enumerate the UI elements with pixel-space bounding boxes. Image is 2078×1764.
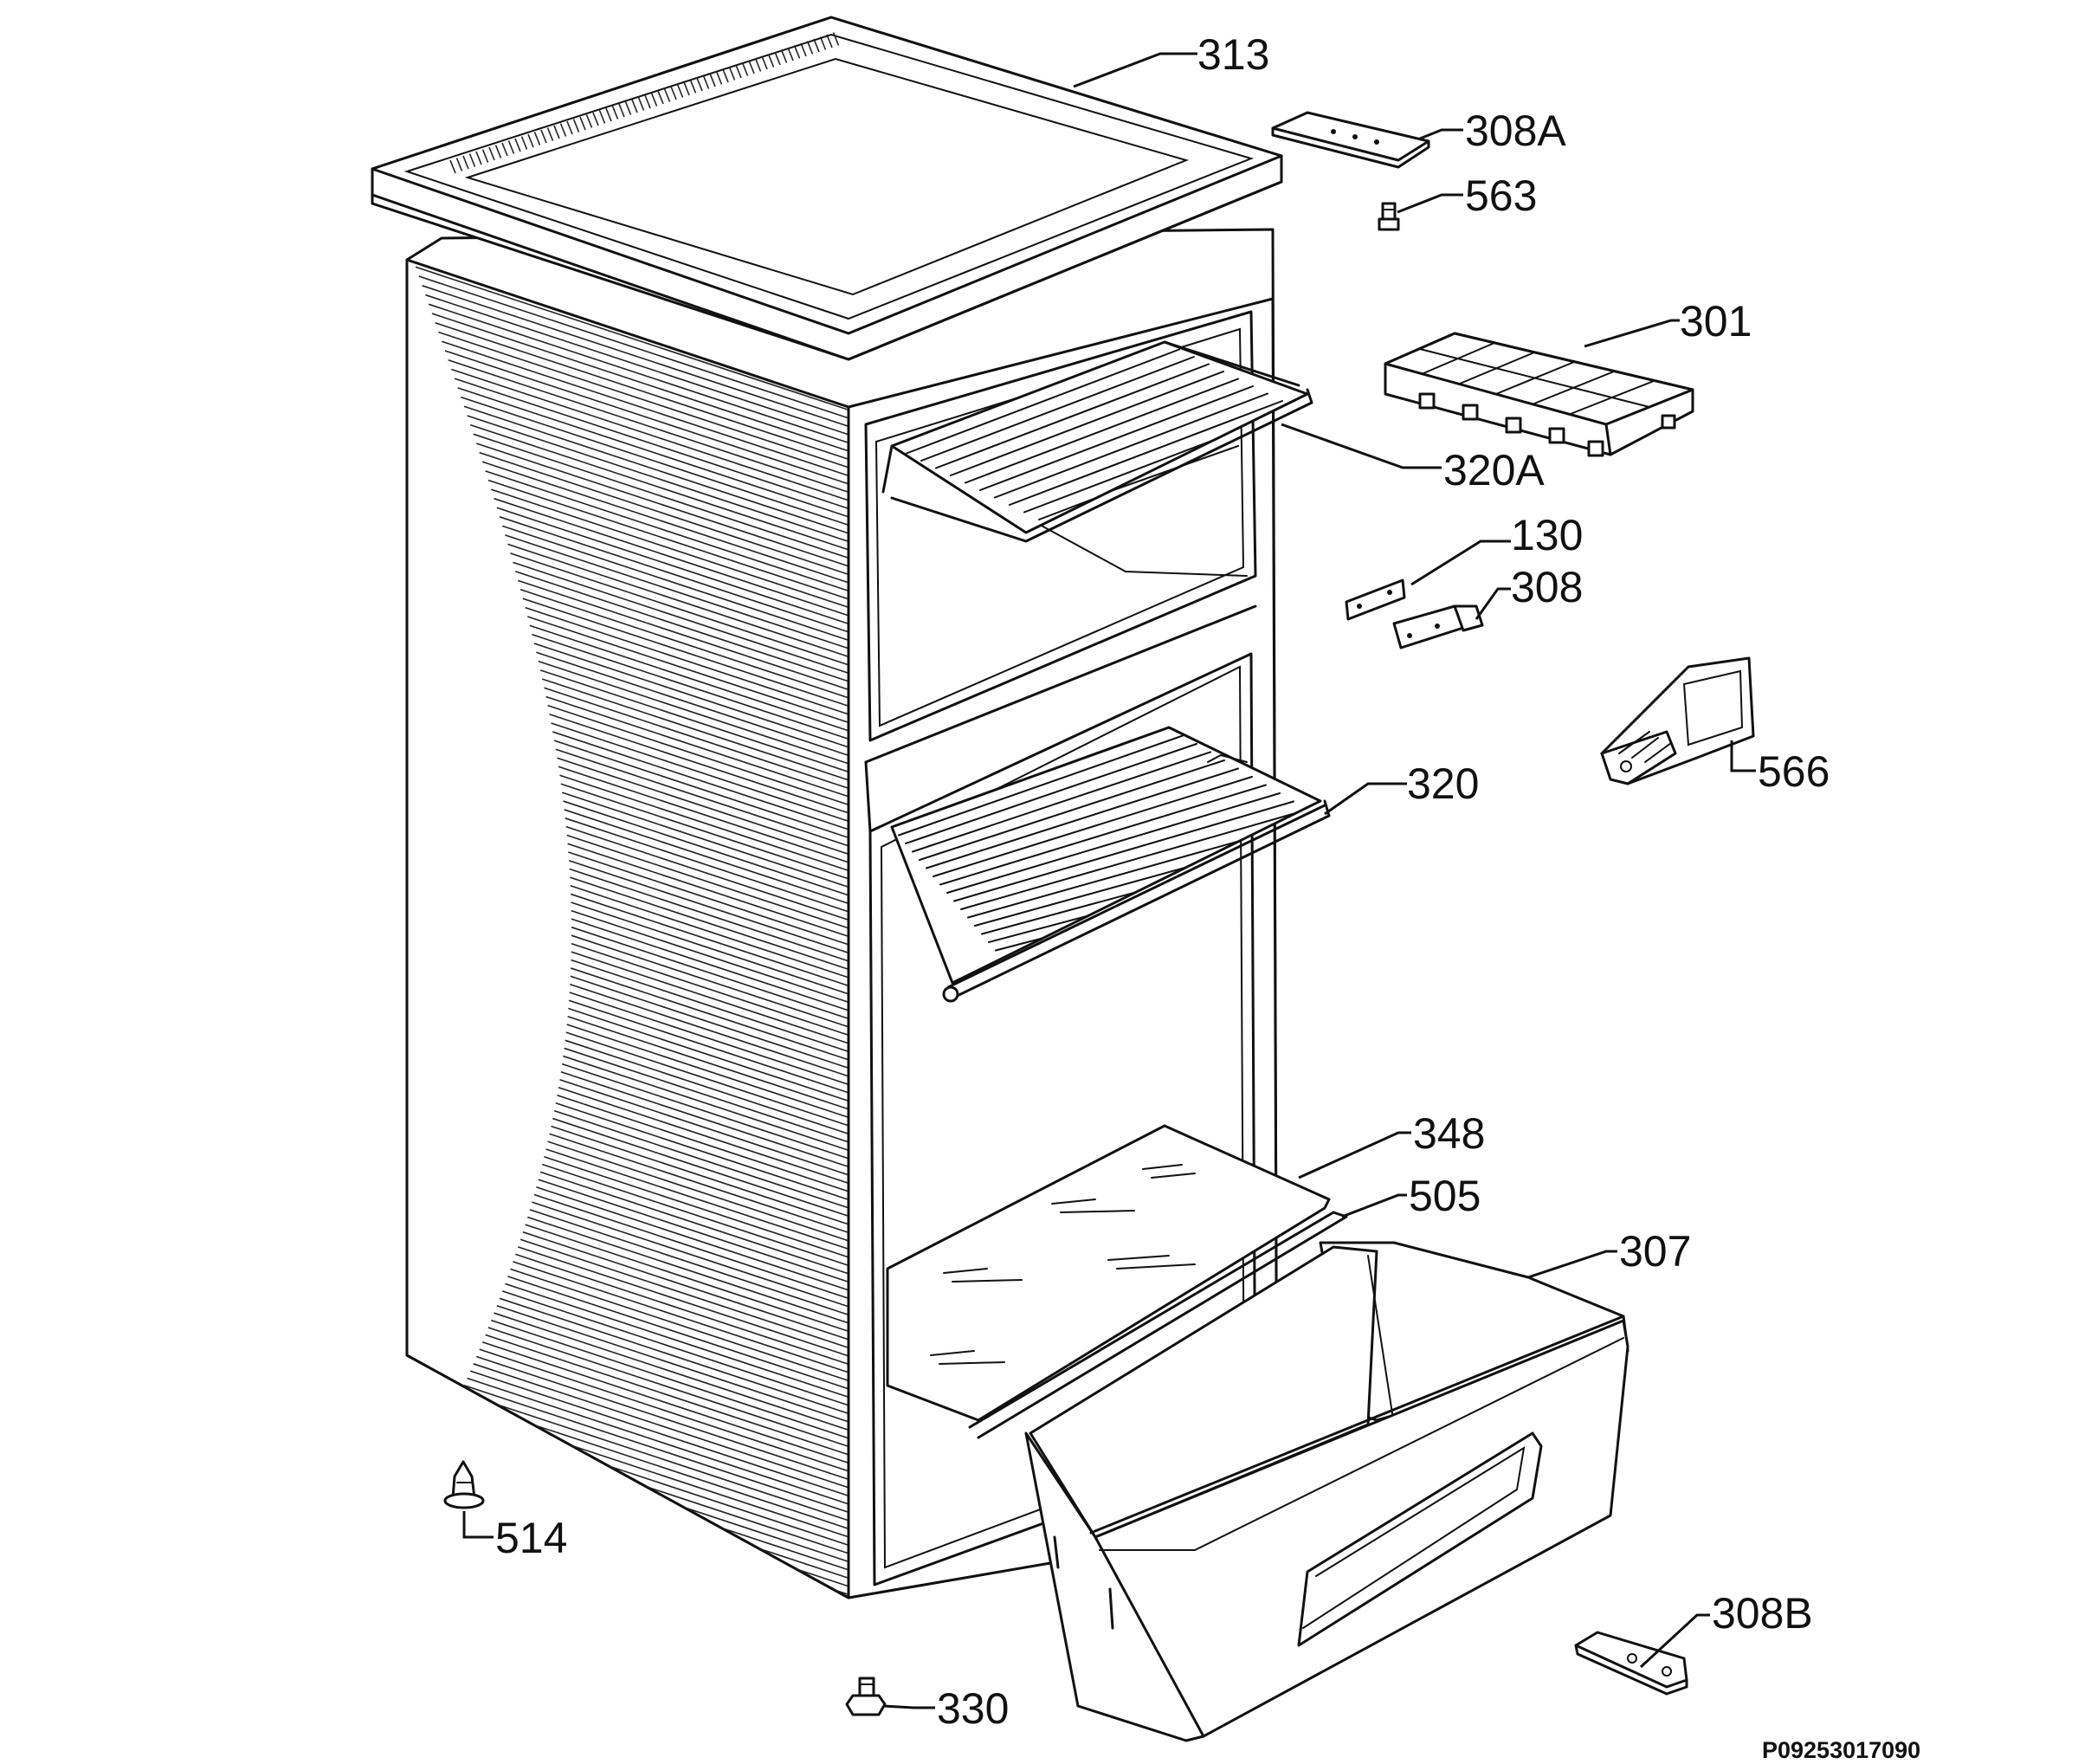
callout-348: 348 [1413, 1109, 1485, 1158]
callout-514: 514 [495, 1514, 567, 1562]
callout-308B: 308B [1712, 1589, 1813, 1638]
callout-320A: 320A [1443, 446, 1545, 494]
callout-563: 563 [1465, 171, 1537, 220]
lamp-housing-566 [1600, 656, 1755, 785]
callout-307: 307 [1619, 1227, 1691, 1276]
cabinet-body [405, 228, 1348, 1599]
callout-320: 320 [1407, 759, 1479, 808]
bracket-308B [1574, 1631, 1688, 1696]
callout-308A: 308A [1465, 107, 1566, 155]
callout-301: 301 [1680, 297, 1752, 346]
document-code: P09253017090 [1762, 1737, 1920, 1763]
callout-308: 308 [1511, 563, 1583, 611]
callout-labels: 313 308A 563 301 320A 130 308 566 320 34… [495, 30, 1920, 1763]
crisper-drawer-307 [1024, 1241, 1629, 1742]
callout-566: 566 [1758, 747, 1830, 796]
adjustable-foot-330 [845, 1677, 887, 1716]
top-cover-313 [371, 16, 1283, 361]
ice-cube-tray-301 [1384, 332, 1694, 457]
hinge-308 [1392, 604, 1484, 649]
callout-313: 313 [1197, 30, 1269, 79]
cover-plate-130 [1345, 578, 1406, 621]
foot-514 [443, 1460, 485, 1509]
leader-lines [462, 52, 1756, 1709]
pin-563 [1378, 202, 1400, 231]
callout-130: 130 [1511, 511, 1583, 559]
glass-plate-348 [886, 1124, 1348, 1439]
hinge-308A [1271, 111, 1430, 169]
callout-505: 505 [1409, 1172, 1481, 1220]
callout-330: 330 [937, 1684, 1009, 1733]
